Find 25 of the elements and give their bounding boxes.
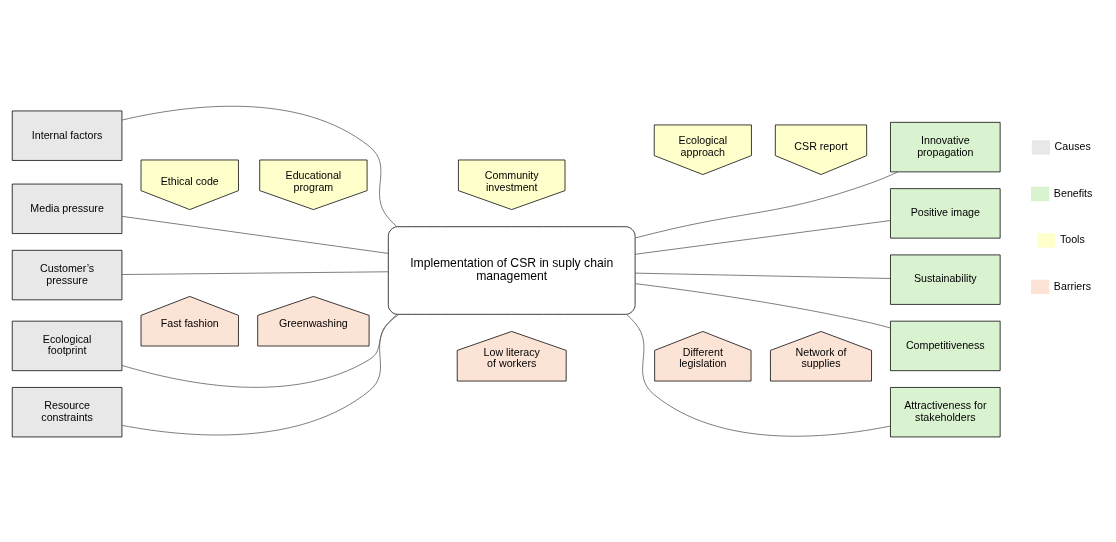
legend-label: Barriers: [1053, 279, 1092, 292]
node-box: Innovative propagation: [890, 121, 1001, 172]
node-box: Competitiveness: [890, 320, 1001, 371]
node-box: Attractiveness for stakeholders: [890, 386, 1001, 437]
node-box: Internal factors: [11, 110, 123, 161]
node-box: Resource constraints: [11, 386, 123, 437]
node-box: Positive image: [890, 187, 1001, 238]
connector: [121, 215, 389, 254]
legend-label: Tools: [1059, 232, 1085, 245]
node-box: Media pressure: [11, 183, 123, 234]
legend-label: Benefits: [1053, 186, 1093, 199]
node-box: Customer’s pressure: [11, 249, 123, 300]
node-box: Sustainability: [890, 254, 1001, 305]
connector: [121, 313, 398, 435]
node-box: Ecological footprint: [11, 320, 123, 371]
connector: [634, 272, 891, 279]
connector: [626, 313, 891, 437]
connector: [634, 282, 891, 328]
legend-label: Causes: [1054, 139, 1091, 152]
connector: [634, 171, 899, 238]
connector: [121, 270, 389, 275]
connector: [121, 105, 398, 227]
node-box: Implementation of CSR in suply chain management: [387, 225, 636, 315]
connector: [121, 313, 400, 388]
connector: [634, 219, 891, 255]
